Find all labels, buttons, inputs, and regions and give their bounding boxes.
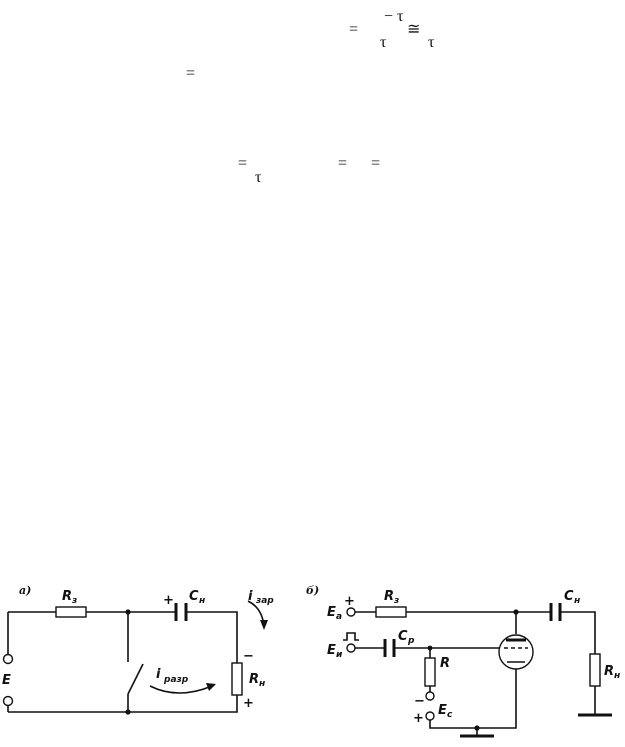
figure-a-capacitor-plus: + bbox=[163, 593, 174, 608]
figure-a-junction-bottom bbox=[125, 709, 131, 715]
figure-a-resistor-subscript: з bbox=[71, 596, 77, 606]
formula-3-equals-2: = bbox=[338, 155, 348, 172]
formula-3-equals-3: = bbox=[371, 155, 381, 172]
figure-a-panel-label: а) bbox=[19, 584, 31, 597]
figure-a-discharge-arrow bbox=[149, 685, 213, 694]
figure-a-switch-blade bbox=[127, 663, 144, 695]
figure-a-source-terminal-top bbox=[2, 653, 14, 665]
figure-b-ea-label: E bbox=[327, 605, 336, 620]
figure-b-ec-return-wire bbox=[429, 720, 477, 729]
figure-a-top-wire-right bbox=[186, 611, 238, 663]
figure-b-ea-plus: + bbox=[344, 594, 355, 609]
figure-a-capacitor-label: C bbox=[189, 589, 199, 604]
formula-2-equals: = bbox=[186, 65, 196, 82]
formula-3-tau: τ bbox=[255, 169, 262, 186]
figure-a-bottom-wire bbox=[8, 695, 238, 713]
formula-1-minus-tau: − τ bbox=[384, 8, 404, 25]
figure-b-ec-subscript: c bbox=[447, 710, 453, 720]
figure-b-ec-label: E bbox=[438, 703, 447, 718]
figure-a-discharge-current-subscript: разр bbox=[163, 675, 189, 685]
figure-a-resistor-r3 bbox=[55, 606, 87, 618]
figure-a-load-resistor bbox=[231, 662, 243, 696]
figure-b-pulse-icon bbox=[343, 632, 359, 641]
formula-3-equals-1: = bbox=[238, 155, 248, 172]
formula-1-approx-sign: ≅ bbox=[407, 21, 421, 38]
figure-a-source-label: E bbox=[2, 673, 11, 688]
figure-b-ea-subscript: a bbox=[336, 612, 342, 622]
figure-b-load-label: R bbox=[604, 664, 614, 679]
figure-b-ec-minus: − bbox=[414, 694, 425, 709]
figure-b-load-resistor bbox=[589, 653, 601, 687]
figure-a: а) R з + C н i bbox=[2, 584, 274, 715]
figure-b-capacitor-label: C bbox=[564, 589, 574, 604]
figure-b: б) + E a R з C н R н E и bbox=[306, 584, 620, 738]
formula-1-equals: = bbox=[349, 21, 359, 38]
figure-b-capacitor-subscript: н bbox=[574, 596, 580, 606]
figure-b-grid-resistor-label: R bbox=[440, 656, 450, 671]
figure-a-resistor-label: R bbox=[62, 589, 72, 604]
figure-b-ei-label: E bbox=[327, 643, 336, 658]
figure-b-ea-terminal bbox=[346, 607, 356, 617]
figure-b-ec-terminal-plus bbox=[425, 711, 435, 721]
figure-b-panel-label: б) bbox=[306, 584, 319, 597]
figure-a-charge-arrowhead bbox=[260, 620, 268, 630]
figure-b-ec-terminal-minus bbox=[425, 691, 435, 701]
figure-b-cathode-wire bbox=[477, 669, 517, 729]
figure-b-anode-junction bbox=[513, 609, 519, 615]
figure-a-source-terminal-bottom bbox=[2, 695, 14, 707]
figure-b-resistor-r3 bbox=[375, 606, 407, 618]
figure-a-discharge-current-label: i bbox=[156, 667, 161, 682]
figure-b-ei-terminal bbox=[346, 643, 356, 653]
figure-b-grid-resistor bbox=[424, 657, 436, 687]
figure-a-load-plus: + bbox=[243, 696, 254, 711]
figure-b-cp-subscript: р bbox=[407, 636, 415, 646]
figure-b-resistor-subscript: з bbox=[393, 596, 399, 606]
figure-a-junction-top bbox=[125, 609, 131, 615]
figure-a-charge-current-subscript: зар bbox=[255, 596, 274, 606]
figure-b-top-wire-right bbox=[560, 611, 596, 654]
figure-b-ei-subscript: и bbox=[336, 650, 343, 660]
figure-a-load-label: R bbox=[249, 672, 259, 687]
figure-b-load-subscript: н bbox=[614, 671, 620, 681]
figure-b-resistor-label: R bbox=[384, 589, 394, 604]
figure-b-ec-plus: + bbox=[413, 711, 424, 726]
formula-1-tau-right: τ bbox=[428, 34, 435, 51]
figure-a-charge-current-label: i bbox=[248, 589, 253, 604]
figure-a-load-minus: − bbox=[243, 649, 254, 664]
figure-b-cp-label: C bbox=[398, 629, 408, 644]
figure-a-load-subscript: н bbox=[259, 679, 265, 689]
figure-a-discharge-arrowhead bbox=[206, 683, 216, 691]
formula-1-tau-denominator: τ bbox=[380, 34, 387, 51]
figure-a-capacitor-subscript: н bbox=[199, 596, 205, 606]
